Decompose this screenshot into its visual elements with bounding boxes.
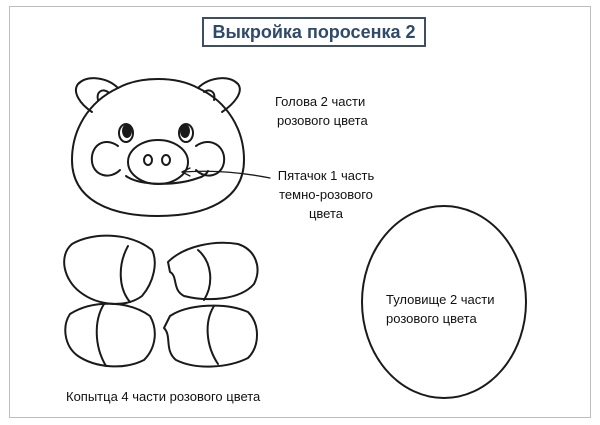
left-pupil xyxy=(122,124,132,138)
snout-arrow xyxy=(181,167,271,179)
left-ear-outline xyxy=(74,77,119,113)
head-label: Голова 2 части розового цвета xyxy=(275,92,368,130)
hoof-piece-1 xyxy=(63,234,156,305)
body-label-line1: Туловище 2 части xyxy=(386,292,495,307)
pattern-sheet xyxy=(9,6,591,418)
head-outline xyxy=(71,78,245,217)
mouth-line xyxy=(125,170,209,185)
snout-label-line1: Пятачок 1 часть xyxy=(277,168,375,183)
left-nostril xyxy=(143,154,153,166)
right-nostril xyxy=(161,154,171,166)
pig-head-piece xyxy=(71,77,245,217)
page-title: Выкройка поросенка 2 xyxy=(202,17,426,47)
left-ear-inner xyxy=(96,89,109,101)
left-eye xyxy=(118,123,134,143)
snout-outline xyxy=(127,139,189,185)
snout-label-line2: темно-розового xyxy=(279,187,373,202)
head-label-line2: розового цвета xyxy=(277,113,368,128)
left-cheek xyxy=(90,141,121,177)
hoof-piece-4 xyxy=(163,304,258,368)
page-title-text: Выкройка поросенка 2 xyxy=(212,21,416,42)
head-label-line1: Голова 2 части xyxy=(275,94,366,109)
snout-label-line3: цвета xyxy=(308,206,344,221)
body-piece xyxy=(361,205,527,399)
hoof-piece-2 xyxy=(167,241,259,301)
right-ear-outline xyxy=(197,77,241,113)
body-label: Туловище 2 части розового цвета xyxy=(386,290,495,328)
right-cheek xyxy=(195,141,226,177)
hooves-label: Копытца 4 части розового цвета xyxy=(66,389,261,404)
right-eye xyxy=(178,123,194,143)
right-pupil xyxy=(180,124,190,138)
hoof-piece-3 xyxy=(64,302,156,368)
body-label-line2: розового цвета xyxy=(386,311,477,326)
snout-label: Пятачок 1 часть темно-розового цвета xyxy=(270,166,382,223)
